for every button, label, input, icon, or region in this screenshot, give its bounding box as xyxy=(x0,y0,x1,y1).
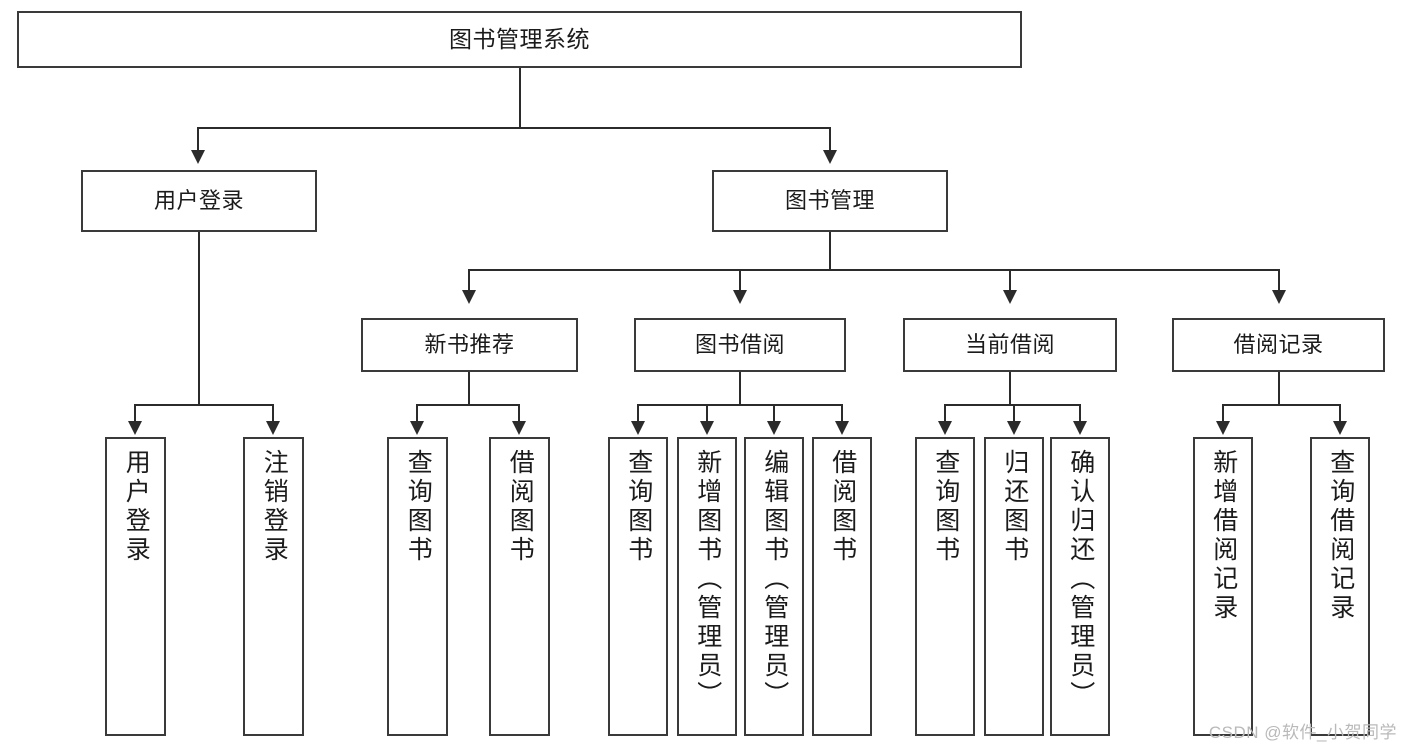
connector-current-drop-1 xyxy=(944,404,946,424)
connector-lvl3-drop-3 xyxy=(1009,269,1011,293)
connector-current-drop-3 xyxy=(1079,404,1081,424)
connector-root-drop-2 xyxy=(829,127,831,153)
node-label: 图书管理系统 xyxy=(449,26,590,53)
connector-root-bus xyxy=(197,127,831,129)
watermark-text: CSDN @软件_小贺同学 xyxy=(1208,723,1397,742)
connector-root-drop-1 xyxy=(197,127,199,153)
node-leaf-return-book[interactable]: 归还图书 xyxy=(984,437,1044,736)
node-leaf-query-book-borrow[interactable]: 查询图书 xyxy=(608,437,668,736)
connector-root-stem xyxy=(519,68,521,128)
connector-current-bus xyxy=(944,404,1080,406)
node-leaf-query-book-recommend[interactable]: 查询图书 xyxy=(387,437,448,736)
connector-current-drop-2 xyxy=(1013,404,1015,424)
arrow-to-book-manage xyxy=(823,150,837,164)
node-label: 查询借阅记录 xyxy=(1326,449,1355,623)
connector-borrow-bus xyxy=(637,404,842,406)
node-label: 新增图书（管理员） xyxy=(693,449,722,710)
connector-user-login-stem xyxy=(198,232,200,405)
node-label: 新书推荐 xyxy=(424,332,515,358)
node-label: 归还图书 xyxy=(1000,449,1029,565)
node-current-borrow[interactable]: 当前借阅 xyxy=(903,318,1117,372)
arrow-to-leaf-query-book-3 xyxy=(938,421,952,435)
arrow-to-leaf-query-book-2 xyxy=(631,421,645,435)
connector-borrow-drop-2 xyxy=(706,404,708,424)
node-label: 用户登录 xyxy=(122,449,151,565)
connector-lvl3-drop-1 xyxy=(468,269,470,293)
connector-borrow-drop-4 xyxy=(841,404,843,424)
node-book-manage[interactable]: 图书管理 xyxy=(712,170,948,232)
node-label: 借阅图书 xyxy=(828,449,857,565)
node-label: 查询图书 xyxy=(404,449,433,565)
node-label: 查询图书 xyxy=(624,449,653,565)
node-label: 查询图书 xyxy=(931,449,960,565)
node-leaf-borrow-book-recommend[interactable]: 借阅图书 xyxy=(489,437,550,736)
node-label: 用户登录 xyxy=(153,188,244,214)
arrow-to-user-login xyxy=(191,150,205,164)
arrow-to-leaf-logout xyxy=(266,421,280,435)
arrow-to-leaf-query-book-1 xyxy=(410,421,424,435)
node-leaf-edit-book-admin[interactable]: 编辑图书（管理员） xyxy=(744,437,804,736)
node-label: 借阅记录 xyxy=(1233,332,1324,358)
arrow-to-leaf-query-record xyxy=(1333,421,1347,435)
connector-recommend-drop-2 xyxy=(518,404,520,424)
arrow-to-new-book-recommend xyxy=(462,290,476,304)
arrow-to-leaf-return-book xyxy=(1007,421,1021,435)
arrow-to-leaf-borrow-book-2 xyxy=(835,421,849,435)
node-borrow-record[interactable]: 借阅记录 xyxy=(1172,318,1385,372)
arrow-to-current-borrow xyxy=(1003,290,1017,304)
node-leaf-add-borrow-record[interactable]: 新增借阅记录 xyxy=(1193,437,1253,736)
node-book-borrow[interactable]: 图书借阅 xyxy=(634,318,846,372)
node-leaf-logout[interactable]: 注销登录 xyxy=(243,437,304,736)
connector-current-stem xyxy=(1009,372,1011,405)
connector-record-drop-1 xyxy=(1222,404,1224,424)
arrow-to-leaf-borrow-book-1 xyxy=(512,421,526,435)
node-label: 确认归还（管理员） xyxy=(1066,449,1095,710)
connector-borrow-drop-3 xyxy=(773,404,775,424)
arrow-to-leaf-edit-book xyxy=(767,421,781,435)
connector-user-login-drop-2 xyxy=(272,404,274,424)
node-label: 编辑图书（管理员） xyxy=(760,449,789,710)
connector-recommend-stem xyxy=(468,372,470,405)
connector-user-login-drop-1 xyxy=(134,404,136,424)
node-label: 图书借阅 xyxy=(694,332,785,358)
node-leaf-confirm-return-admin[interactable]: 确认归还（管理员） xyxy=(1050,437,1110,736)
node-root-system[interactable]: 图书管理系统 xyxy=(17,11,1022,68)
arrow-to-borrow-record xyxy=(1272,290,1286,304)
node-user-login[interactable]: 用户登录 xyxy=(81,170,317,232)
arrow-to-leaf-user-login xyxy=(128,421,142,435)
connector-book-manage-bus xyxy=(468,269,1280,271)
node-label: 图书管理 xyxy=(784,188,875,214)
arrow-to-leaf-add-record xyxy=(1216,421,1230,435)
node-label: 借阅图书 xyxy=(506,449,535,565)
connector-borrow-drop-1 xyxy=(637,404,639,424)
connector-record-bus xyxy=(1222,404,1340,406)
arrow-to-leaf-confirm-return xyxy=(1073,421,1087,435)
connector-borrow-stem xyxy=(739,372,741,405)
arrow-to-leaf-add-book xyxy=(700,421,714,435)
connector-book-manage-stem xyxy=(829,232,831,270)
node-leaf-query-book-current[interactable]: 查询图书 xyxy=(915,437,975,736)
node-leaf-user-login[interactable]: 用户登录 xyxy=(105,437,166,736)
connector-record-stem xyxy=(1278,372,1280,405)
node-label: 当前借阅 xyxy=(964,332,1055,358)
connector-recommend-bus xyxy=(416,404,520,406)
connector-record-drop-2 xyxy=(1339,404,1341,424)
node-leaf-borrow-book[interactable]: 借阅图书 xyxy=(812,437,872,736)
node-label: 注销登录 xyxy=(260,449,289,565)
connector-lvl3-drop-4 xyxy=(1278,269,1280,293)
node-leaf-add-book-admin[interactable]: 新增图书（管理员） xyxy=(677,437,737,736)
node-new-book-recommend[interactable]: 新书推荐 xyxy=(361,318,578,372)
node-leaf-query-borrow-record[interactable]: 查询借阅记录 xyxy=(1310,437,1370,736)
arrow-to-book-borrow xyxy=(733,290,747,304)
connector-user-login-bus xyxy=(134,404,273,406)
node-label: 新增借阅记录 xyxy=(1209,449,1238,623)
connector-lvl3-drop-2 xyxy=(739,269,741,293)
connector-recommend-drop-1 xyxy=(416,404,418,424)
